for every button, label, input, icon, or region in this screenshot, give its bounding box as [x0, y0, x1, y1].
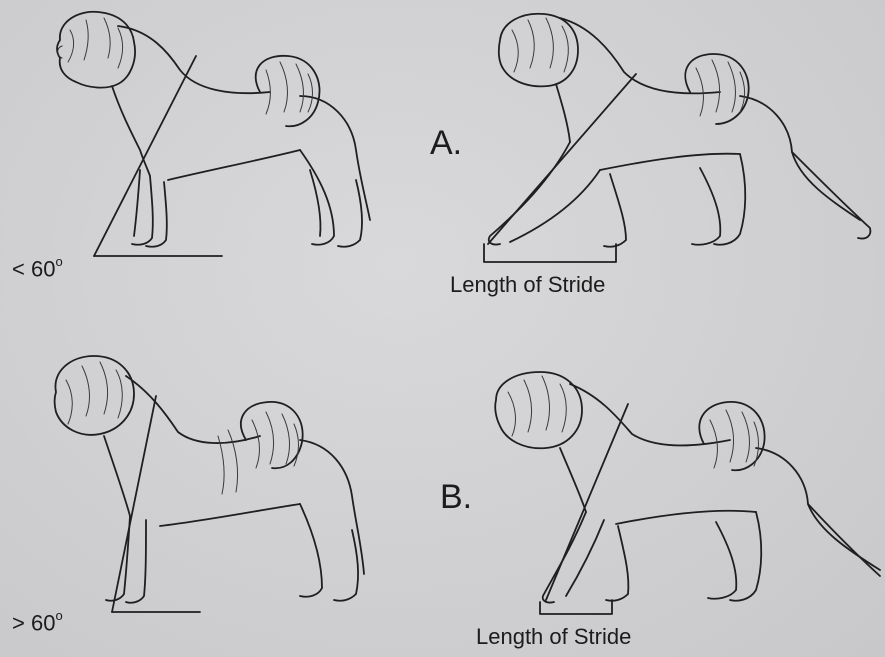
panel-a-stride-label: Length of Stride: [450, 272, 605, 298]
panel-b-stride-label: Length of Stride: [476, 624, 631, 650]
dog-a-trotting: [484, 14, 870, 262]
panel-b-angle-label: > 60o: [12, 610, 63, 636]
panel-b-angle-value: > 60: [12, 610, 55, 635]
dog-a-standing: [57, 12, 370, 256]
panel-a-angle-label: < 60o: [12, 256, 63, 282]
panel-a-letter: A.: [430, 124, 462, 163]
panel-b-degree-mark: o: [55, 608, 62, 623]
panel-a-angle-value: < 60: [12, 256, 55, 281]
panel-b-letter: B.: [440, 478, 472, 517]
dog-b-trotting: [495, 372, 880, 614]
dog-b-standing: [55, 356, 365, 612]
panel-a-degree-mark: o: [55, 254, 62, 269]
